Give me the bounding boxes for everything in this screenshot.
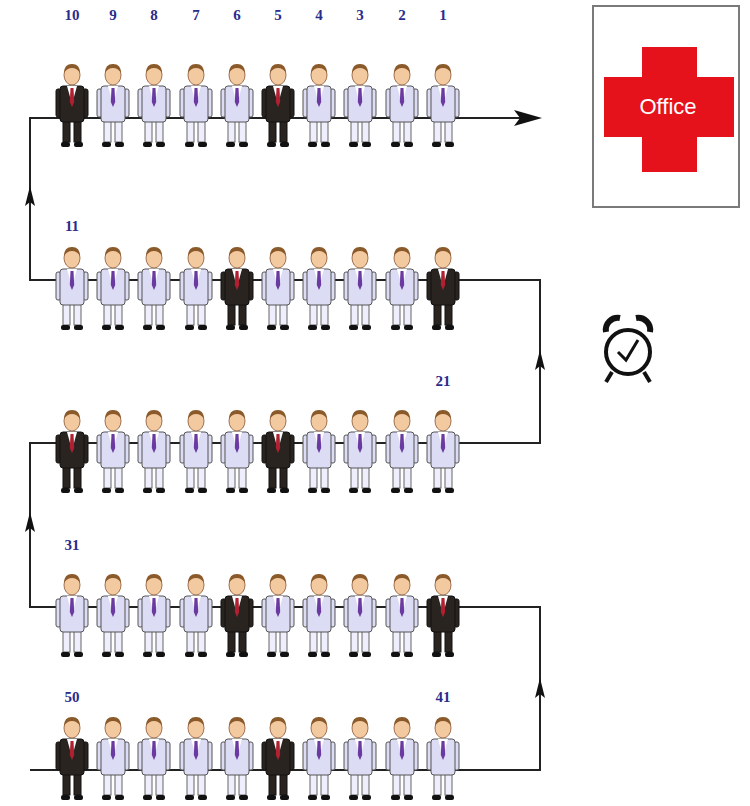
callout-number: 21 bbox=[436, 373, 451, 390]
row-1-people bbox=[56, 64, 459, 147]
path-arrowheads bbox=[25, 110, 545, 698]
row-3-people bbox=[56, 410, 459, 493]
callout-number: 31 bbox=[65, 537, 80, 554]
callout-number: 8 bbox=[150, 7, 158, 24]
callout-number: 41 bbox=[436, 689, 451, 706]
callout-number: 3 bbox=[356, 7, 364, 24]
callout-number: 2 bbox=[398, 7, 406, 24]
callout-number: 1 bbox=[439, 7, 447, 24]
office-label: Office bbox=[639, 95, 696, 119]
callout-number: 11 bbox=[65, 218, 79, 235]
callout-number: 7 bbox=[192, 7, 200, 24]
callout-number: 5 bbox=[274, 7, 282, 24]
callout-number: 50 bbox=[65, 689, 80, 706]
office-box: Office bbox=[592, 5, 740, 208]
callout-number: 6 bbox=[233, 7, 241, 24]
callout-number: 10 bbox=[65, 7, 80, 24]
row-4-people bbox=[56, 574, 459, 657]
callout-number: 9 bbox=[109, 7, 117, 24]
callout-number: 4 bbox=[315, 7, 323, 24]
alarm-clock bbox=[606, 318, 650, 382]
row-5-people bbox=[56, 717, 459, 800]
queue-path bbox=[30, 118, 540, 770]
row-2-people bbox=[56, 247, 459, 330]
